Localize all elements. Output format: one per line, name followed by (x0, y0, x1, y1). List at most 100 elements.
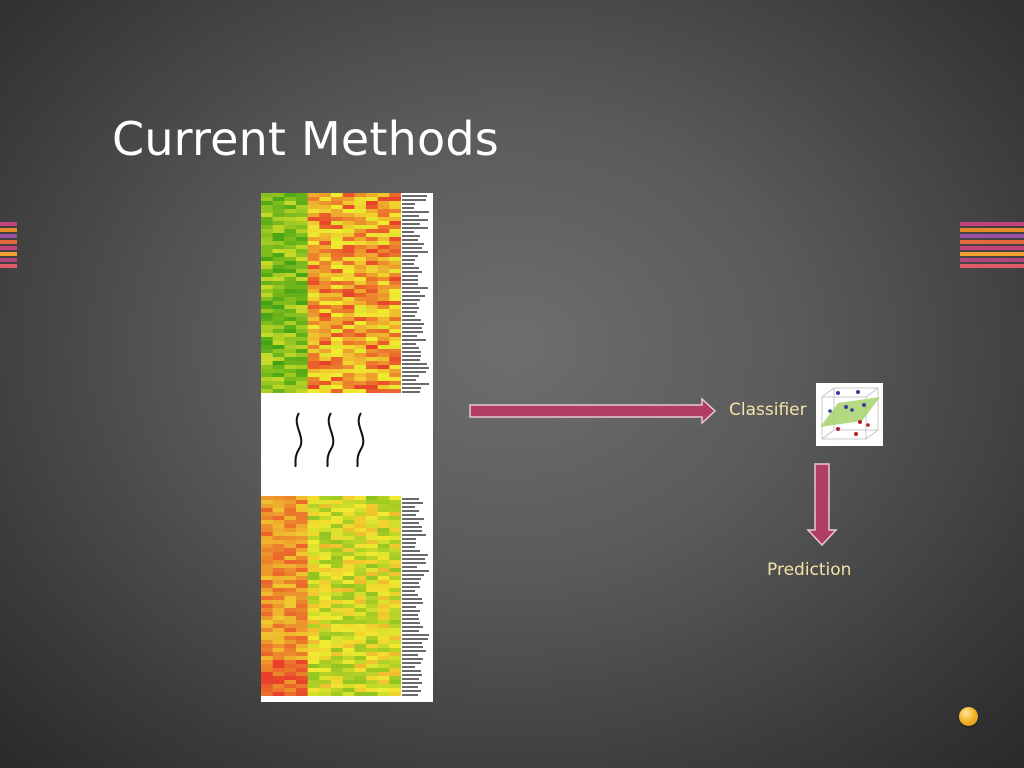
heatmap-cell (331, 520, 343, 525)
heatmap-cell (342, 245, 355, 250)
heatmap-cell (377, 588, 390, 593)
heatmap-cell (354, 277, 367, 282)
heatmap-cell (319, 313, 332, 318)
heatmap-cell (272, 341, 285, 346)
heatmap-cell (296, 321, 308, 326)
heatmap-cell (366, 249, 378, 254)
heatmap-cell (389, 193, 401, 198)
heatmap-cell (319, 524, 332, 529)
heatmap-cell (389, 552, 401, 557)
heatmap-cell (389, 269, 401, 274)
classifier-label: Classifier (729, 400, 807, 420)
heatmap-cell (366, 289, 378, 294)
heatmap-cell (272, 309, 285, 314)
heatmap-cell (389, 528, 401, 533)
heatmap-cell (284, 540, 297, 545)
heatmap-cell (331, 377, 343, 382)
heatmap-cell (331, 193, 343, 198)
gene-label (402, 598, 422, 600)
heatmap-cell (284, 620, 297, 625)
heatmap-cell (284, 385, 297, 390)
heatmap-cell (354, 213, 367, 218)
heatmap-cell (331, 508, 343, 513)
heatmap-cell (319, 349, 332, 354)
heatmap-cell (261, 373, 273, 378)
heatmap-cell (342, 656, 355, 661)
heatmap-cell (354, 225, 367, 230)
heatmap-cell (319, 249, 332, 254)
heatmap-cell (307, 504, 320, 509)
heatmap-cell (366, 221, 378, 226)
heatmap-cell (354, 544, 367, 549)
gene-label (402, 614, 418, 616)
heatmap-cell (354, 253, 367, 258)
heatmap-cell (354, 301, 367, 306)
heatmap-cell (377, 608, 390, 613)
heatmap-cell (319, 684, 332, 689)
heatmap-cell (389, 245, 401, 250)
heatmap-cell (319, 660, 332, 665)
heatmap-cell (389, 225, 401, 230)
heatmap-cell (377, 293, 390, 298)
heatmap-cell (377, 576, 390, 581)
heatmap-cell (296, 564, 308, 569)
heatmap-cell (331, 568, 343, 573)
heatmap-cell (319, 688, 332, 693)
heatmap-cell (284, 293, 297, 298)
heatmap-cell (319, 225, 332, 230)
heatmap-cell (272, 568, 285, 573)
heatmap-cell (354, 193, 367, 198)
gene-label (402, 574, 424, 576)
heatmap-cell (319, 285, 332, 290)
heatmap-cell (319, 636, 332, 641)
heatmap-cell (342, 668, 355, 673)
heatmap-cell (331, 564, 343, 569)
heatmap-cell (272, 688, 285, 693)
heatmap-cell (389, 197, 401, 202)
gene-label (402, 343, 416, 345)
heatmap-cell (284, 289, 297, 294)
heatmap-cell (389, 588, 401, 593)
heatmap-cell (377, 636, 390, 641)
heatmap-cell (319, 353, 332, 358)
heatmap-cell (377, 357, 390, 362)
heatmap-cell (389, 237, 401, 242)
heatmap-cell (319, 648, 332, 653)
heatmap-cell (354, 504, 367, 509)
heatmap-cell (261, 628, 273, 633)
heatmap-cell (389, 672, 401, 677)
heatmap-cell (307, 520, 320, 525)
heatmap-cell (389, 568, 401, 573)
heatmap-cell (366, 293, 378, 298)
heatmap-cell (366, 265, 378, 270)
heatmap-cell (319, 604, 332, 609)
heatmap-cell (319, 333, 332, 338)
heatmap-cell (284, 341, 297, 346)
heatmap-cell (284, 508, 297, 513)
heatmap-cell (307, 373, 320, 378)
heatmap-cell (296, 512, 308, 517)
heatmap-cell (366, 381, 378, 386)
gene-label (402, 383, 429, 385)
heatmap-cell (366, 341, 378, 346)
heatmap-cell (307, 684, 320, 689)
gene-label (402, 546, 415, 548)
heatmap-cell (366, 600, 378, 605)
heatmap-cell (377, 584, 390, 589)
heatmap-cell (331, 628, 343, 633)
orange-circle-icon[interactable] (959, 707, 978, 726)
heatmap-cell (261, 225, 273, 230)
heatmap-cell (354, 333, 367, 338)
heatmap-cell (377, 201, 390, 206)
heatmap-cell (272, 349, 285, 354)
heatmap-cell (366, 688, 378, 693)
gene-label (402, 287, 428, 289)
decorative-stripes-right (960, 222, 1024, 270)
heatmap-cell (389, 652, 401, 657)
heatmap-cell (307, 604, 320, 609)
heatmap-cell (307, 556, 320, 561)
heatmap-cell (366, 333, 378, 338)
heatmap-cell (272, 664, 285, 669)
gene-label (402, 367, 429, 369)
heatmap-cell (261, 201, 273, 206)
